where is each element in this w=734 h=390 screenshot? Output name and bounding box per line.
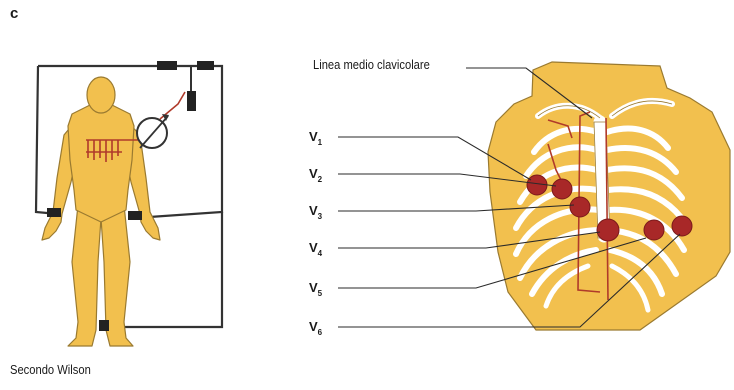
lead-label-v3: V3 <box>309 202 322 221</box>
lead-label-v1: V1 <box>309 128 322 147</box>
lead-label-v4: V4 <box>309 239 322 258</box>
lead-label-v5: V5 <box>309 279 322 298</box>
figure-caption: Secondo Wilson <box>10 362 91 377</box>
resistor-3 <box>187 91 196 111</box>
electrode-v3 <box>570 197 590 217</box>
electrode-right-wrist <box>128 211 142 220</box>
resistor-1 <box>157 61 177 70</box>
panel-letter: c <box>10 5 18 22</box>
lead-label-v6: V6 <box>309 318 322 337</box>
midclavicular-line-label: Linea medio clavicolare <box>313 57 430 72</box>
galvanometer <box>137 114 169 148</box>
electrode-v6 <box>672 216 692 236</box>
electrode-ankle <box>99 320 109 331</box>
lead-label-v2: V2 <box>309 165 322 184</box>
electrode-left-wrist <box>47 208 61 217</box>
electrode-v4 <box>597 219 619 241</box>
resistor-2 <box>197 61 214 70</box>
electrode-v2 <box>552 179 572 199</box>
electrode-v5 <box>644 220 664 240</box>
